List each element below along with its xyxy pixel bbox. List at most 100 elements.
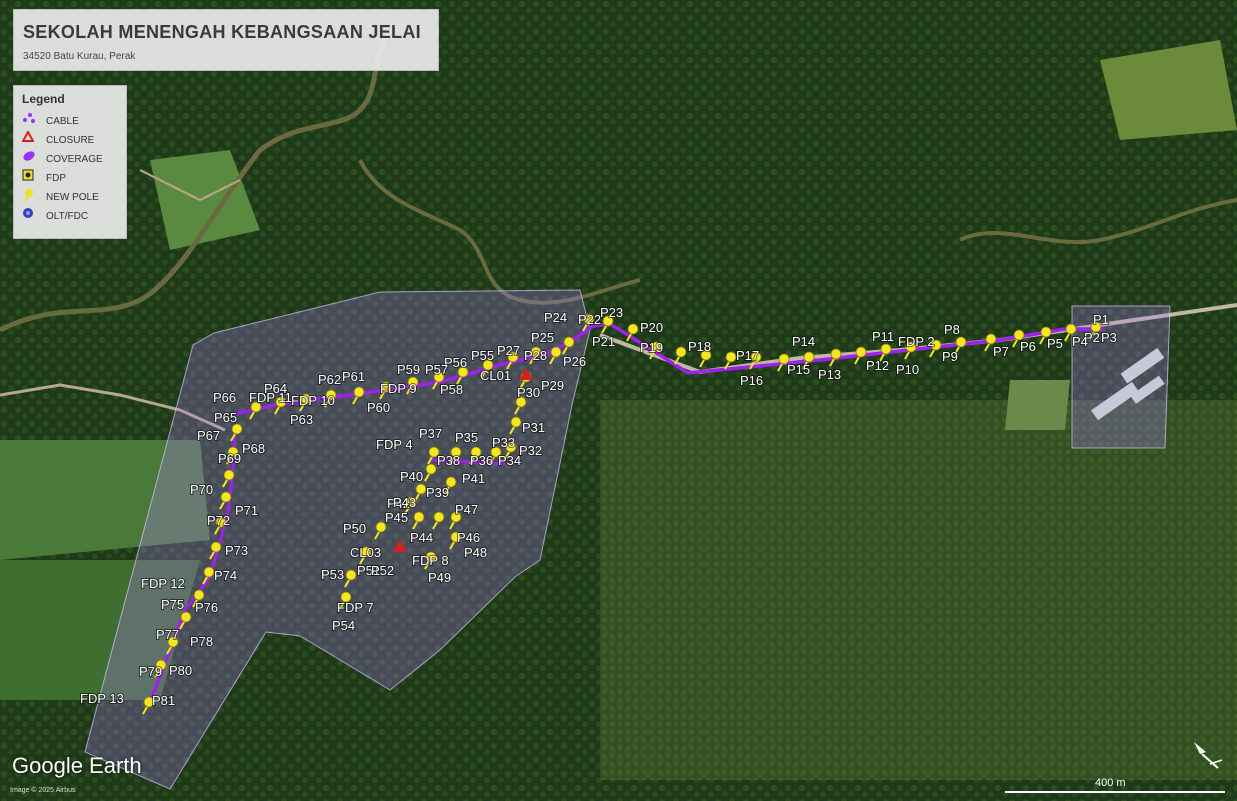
pole-label[interactable]: P58 <box>439 381 464 398</box>
pole-label[interactable]: P24 <box>543 309 568 326</box>
pushpin-icon[interactable] <box>230 423 243 442</box>
closure-triangle-icon[interactable] <box>393 540 407 552</box>
pushpin-icon[interactable] <box>984 333 997 352</box>
pole-label[interactable]: FDP 2 <box>897 333 936 350</box>
pole-label[interactable]: P66 <box>212 389 237 406</box>
pole-label[interactable]: P78 <box>189 633 214 650</box>
pushpin-icon[interactable] <box>1064 323 1077 342</box>
pole-label[interactable]: CL01 <box>479 367 512 384</box>
pushpin-icon[interactable] <box>412 511 425 530</box>
pole-label[interactable]: P77 <box>155 626 180 643</box>
north-arrow-icon[interactable] <box>1188 738 1228 778</box>
pushpin-icon[interactable] <box>529 346 542 365</box>
pole-label[interactable]: P41 <box>461 470 486 487</box>
pole-label[interactable]: P49 <box>427 569 452 586</box>
pole-label[interactable]: P40 <box>399 468 424 485</box>
pushpin-icon[interactable] <box>192 589 205 608</box>
pushpin-icon[interactable] <box>444 476 457 495</box>
pole-label[interactable]: P15 <box>786 361 811 378</box>
pushpin-icon[interactable] <box>749 351 762 370</box>
pole-label[interactable]: P69 <box>217 450 242 467</box>
pole-label[interactable]: P55 <box>470 347 495 364</box>
pushpin-icon[interactable] <box>299 393 312 412</box>
pole-label[interactable]: P71 <box>234 502 259 519</box>
pushpin-icon[interactable] <box>1089 321 1102 340</box>
pole-label[interactable]: P27 <box>496 342 521 359</box>
pole-label[interactable]: P56 <box>443 354 468 371</box>
closure-triangle-icon[interactable] <box>519 368 533 380</box>
pushpin-icon[interactable] <box>1039 326 1052 345</box>
pole-label[interactable]: P46 <box>456 529 481 546</box>
pushpin-icon[interactable] <box>406 376 419 395</box>
pole-label[interactable]: P4 <box>1071 333 1089 350</box>
pushpin-icon[interactable] <box>514 396 527 415</box>
pushpin-icon[interactable] <box>249 401 262 420</box>
pushpin-icon[interactable] <box>549 346 562 365</box>
pushpin-icon[interactable] <box>226 446 239 465</box>
pole-label[interactable]: P57 <box>424 361 449 378</box>
pushpin-icon[interactable] <box>432 511 445 530</box>
pole-label[interactable]: P68 <box>241 440 266 457</box>
pole-label[interactable]: P54 <box>331 617 356 634</box>
pole-label[interactable]: CL03 <box>349 544 382 561</box>
pole-label[interactable]: P10 <box>895 361 920 378</box>
pole-label[interactable]: P67 <box>196 427 221 444</box>
pole-label[interactable]: P61 <box>341 368 366 385</box>
pole-label[interactable]: P34 <box>497 452 522 469</box>
pushpin-icon[interactable] <box>879 343 892 362</box>
pole-label[interactable]: FDP 12 <box>140 575 186 592</box>
pushpin-icon[interactable] <box>424 463 437 482</box>
pole-label[interactable]: P16 <box>739 372 764 389</box>
pole-label[interactable]: P60 <box>366 399 391 416</box>
pushpin-icon[interactable] <box>352 386 365 405</box>
pushpin-icon[interactable] <box>339 591 352 610</box>
pushpin-icon[interactable] <box>854 346 867 365</box>
pushpin-icon[interactable] <box>214 516 227 535</box>
pushpin-icon[interactable] <box>626 323 639 342</box>
pole-label[interactable]: P44 <box>409 529 434 546</box>
pole-label[interactable]: P42 <box>386 495 411 512</box>
pole-label[interactable]: P11 <box>871 328 895 345</box>
pushpin-icon[interactable] <box>601 315 614 334</box>
pushpin-icon[interactable] <box>954 336 967 355</box>
pole-label[interactable]: P35 <box>454 429 479 446</box>
pole-label[interactable]: P8 <box>943 321 961 338</box>
pole-label[interactable]: P21 <box>591 333 616 350</box>
pole-label[interactable]: P63 <box>289 411 314 428</box>
pole-label[interactable]: P38 <box>436 452 461 469</box>
pushpin-icon[interactable] <box>699 349 712 368</box>
pole-label[interactable]: P29 <box>540 377 565 394</box>
pushpin-icon[interactable] <box>166 636 179 655</box>
pole-label[interactable]: P20 <box>639 319 664 336</box>
pole-label[interactable]: FDP 13 <box>79 690 125 707</box>
pole-label[interactable]: FDP 9 <box>379 380 418 397</box>
pole-label[interactable]: P17 <box>735 347 760 364</box>
pushpin-icon[interactable] <box>222 469 235 488</box>
pole-label[interactable]: P25 <box>530 329 555 346</box>
pushpin-icon[interactable] <box>489 446 502 465</box>
pole-label[interactable]: P32 <box>518 442 543 459</box>
pole-label[interactable]: P64 <box>263 380 288 397</box>
pushpin-icon[interactable] <box>427 446 440 465</box>
pole-label[interactable]: P1 <box>1092 311 1110 328</box>
pole-label[interactable]: P28 <box>523 347 548 364</box>
pushpin-icon[interactable] <box>674 346 687 365</box>
pole-label[interactable]: P52 <box>370 562 395 579</box>
pole-label[interactable]: P50 <box>342 520 367 537</box>
pole-label[interactable]: P30 <box>516 384 541 401</box>
pole-label[interactable]: P26 <box>562 353 587 370</box>
pushpin-icon[interactable] <box>562 336 575 355</box>
pole-label[interactable]: P81 <box>151 692 176 709</box>
pushpin-icon[interactable] <box>449 531 462 550</box>
pushpin-icon[interactable] <box>202 566 215 585</box>
pole-label[interactable]: P12 <box>865 357 890 374</box>
pole-label[interactable]: FDP 11 <box>248 389 293 406</box>
pole-label[interactable]: P70 <box>189 481 214 498</box>
pushpin-icon[interactable] <box>374 521 387 540</box>
pushpin-icon[interactable] <box>219 491 232 510</box>
pole-label[interactable]: P65 <box>213 409 238 426</box>
pole-label[interactable]: P59 <box>396 361 421 378</box>
pole-label[interactable]: P72 <box>206 512 231 529</box>
pushpin-icon[interactable] <box>154 659 167 678</box>
